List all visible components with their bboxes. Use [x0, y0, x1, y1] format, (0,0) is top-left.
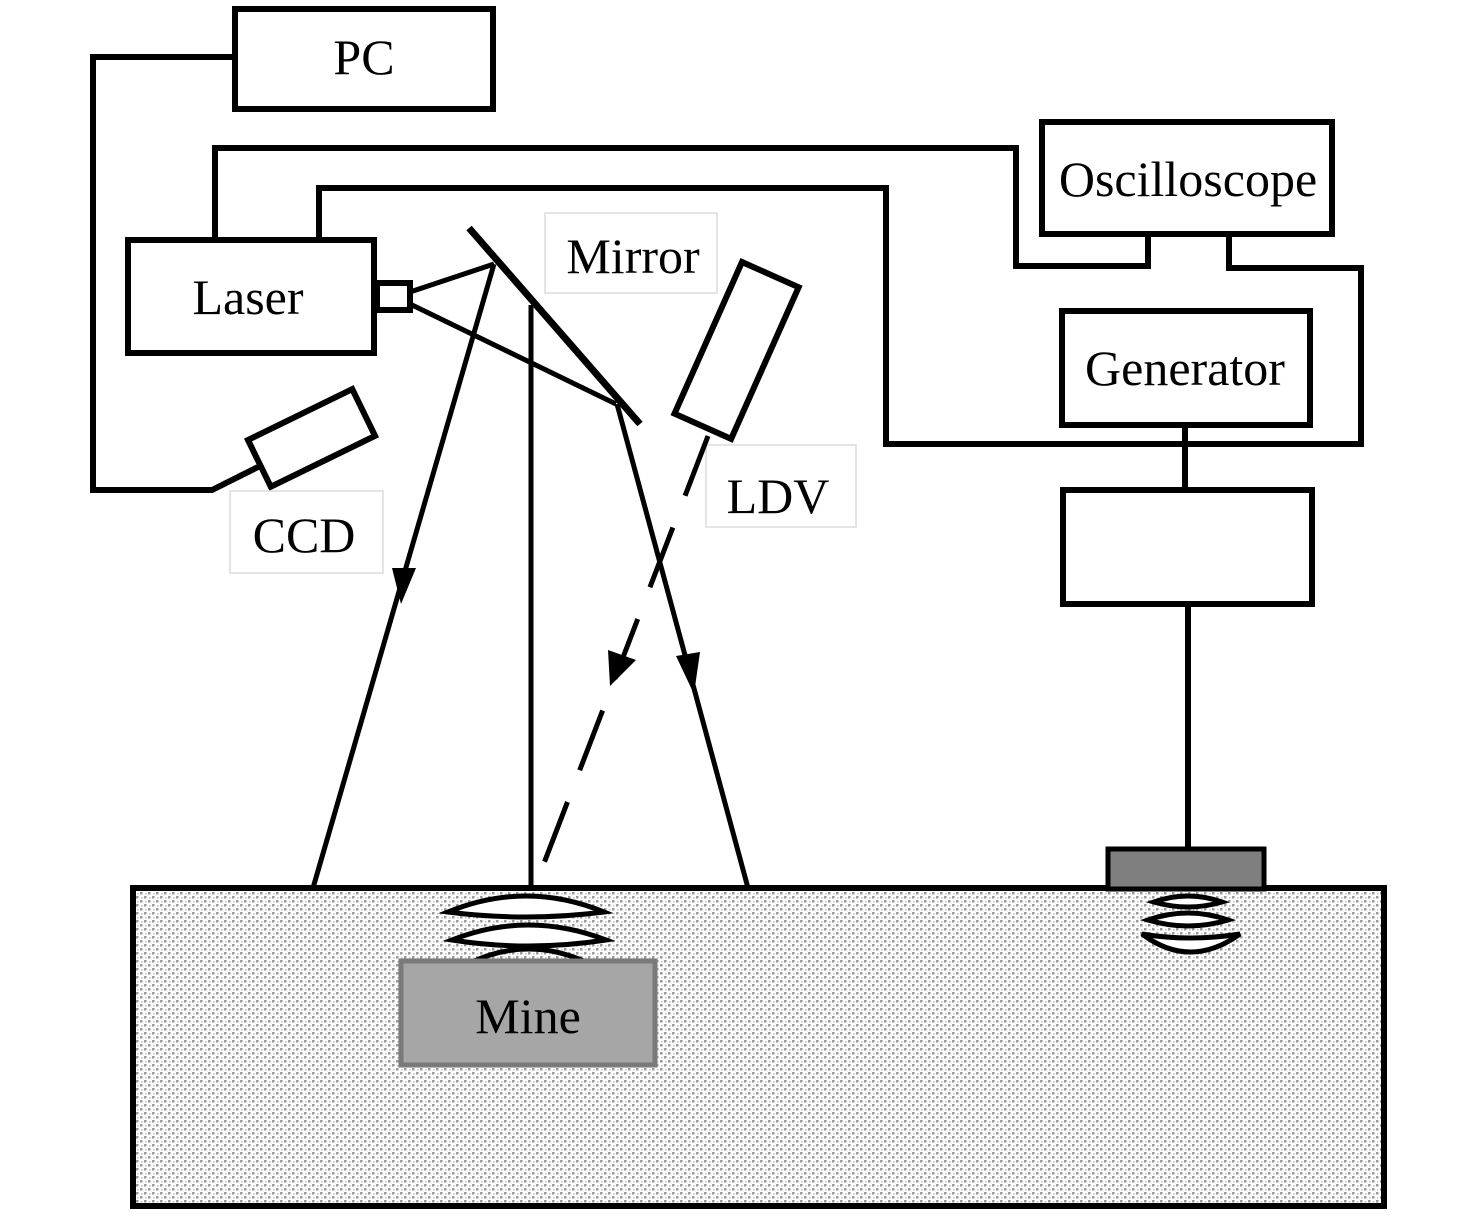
ccd-camera: [243, 385, 380, 491]
beam-right-down: [614, 403, 751, 889]
ccd-tag: [229, 490, 384, 574]
mirror-label: Mirror: [566, 228, 700, 284]
mirror-tag: [544, 212, 718, 294]
mine-vibration-waves: [438, 893, 616, 965]
beam-right-arrow: [676, 652, 700, 694]
pc-box: PC: [232, 6, 496, 112]
generator-box: Generator: [1059, 308, 1313, 428]
beam-laser-to-mirror-bottom: [408, 301, 618, 407]
ldv-tag: [705, 444, 857, 528]
wire-laser-oscilloscope: [212, 145, 1151, 269]
ldv-head: [670, 258, 803, 443]
beam-left-arrow: [392, 568, 416, 604]
mirror: [466, 225, 643, 427]
transducer: [1105, 846, 1267, 892]
amplifier-box: [1060, 487, 1315, 607]
ldv-beam-arrow: [608, 650, 636, 686]
laser-box: Laser: [125, 237, 413, 356]
beam-laser-to-mirror-top: [409, 261, 495, 295]
laser-label: Laser: [192, 269, 303, 325]
wire-oscilloscope-generator: [1185, 235, 1364, 447]
ldv-label: LDV: [727, 468, 830, 524]
oscilloscope-label: Oscilloscope: [1059, 151, 1317, 207]
mine-object: Mine: [398, 958, 658, 1068]
wire-pc-ccd: [90, 54, 260, 493]
wire-laser-generator: [316, 185, 1185, 447]
ccd-label: CCD: [253, 507, 356, 563]
oscilloscope-box: Oscilloscope: [1039, 119, 1335, 237]
generator-label: Generator: [1085, 340, 1285, 396]
mine-label: Mine: [475, 988, 581, 1044]
pc-label: PC: [333, 29, 394, 85]
transducer-waves: [1139, 893, 1242, 955]
